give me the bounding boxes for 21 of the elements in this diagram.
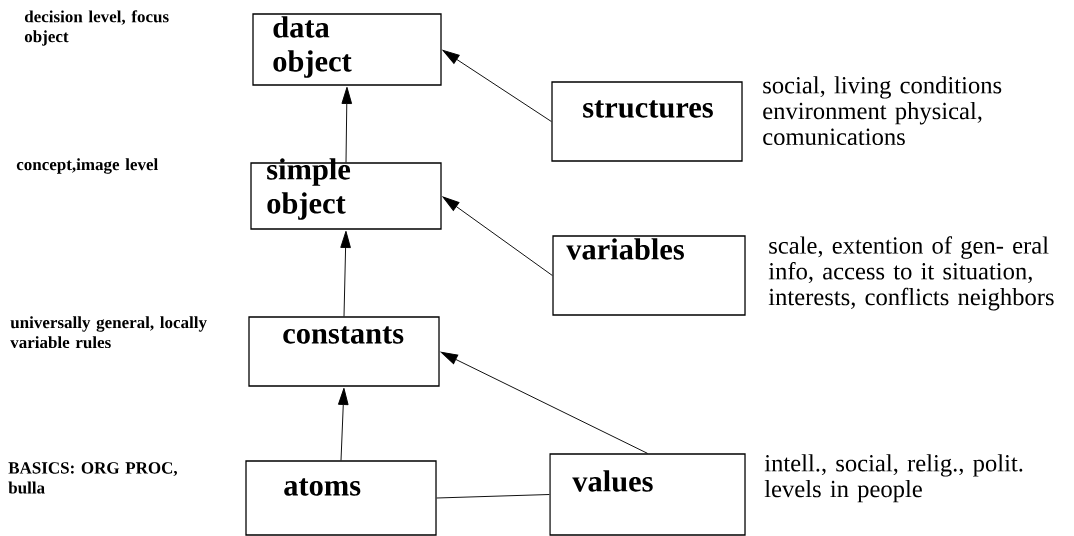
arrow: [340, 230, 351, 317]
concept-box: structures: [551, 81, 743, 162]
arrow: [442, 196, 553, 276]
description-text: intell., social, relig., polit. levels in people: [764, 454, 1023, 503]
concept-box: data object: [252, 13, 442, 86]
concept-box: constants: [248, 316, 440, 387]
description-text: scale, extention of gen- eral info, access to it situation, interests, conflicts neighbors: [768, 236, 1054, 311]
description-text: social, living conditions environment physical, comunications: [763, 76, 1002, 146]
arrow: [341, 86, 353, 163]
concept-box: simple object: [250, 158, 442, 230]
arrow: [442, 49, 552, 122]
level-label: BASICS: ORG PROC, bulla: [8, 462, 177, 494]
level-label: universally general, locally variable rules: [10, 316, 207, 349]
level-label: decision level, focus object: [24, 10, 169, 46]
concept-box: variables: [552, 235, 746, 316]
level-label: concept,image level: [16, 158, 158, 174]
arrow: [337, 387, 349, 461]
connector-line: [436, 494, 550, 499]
concept-box: values: [549, 453, 746, 536]
arrow: [440, 351, 648, 454]
concept-box: atoms: [245, 460, 437, 536]
